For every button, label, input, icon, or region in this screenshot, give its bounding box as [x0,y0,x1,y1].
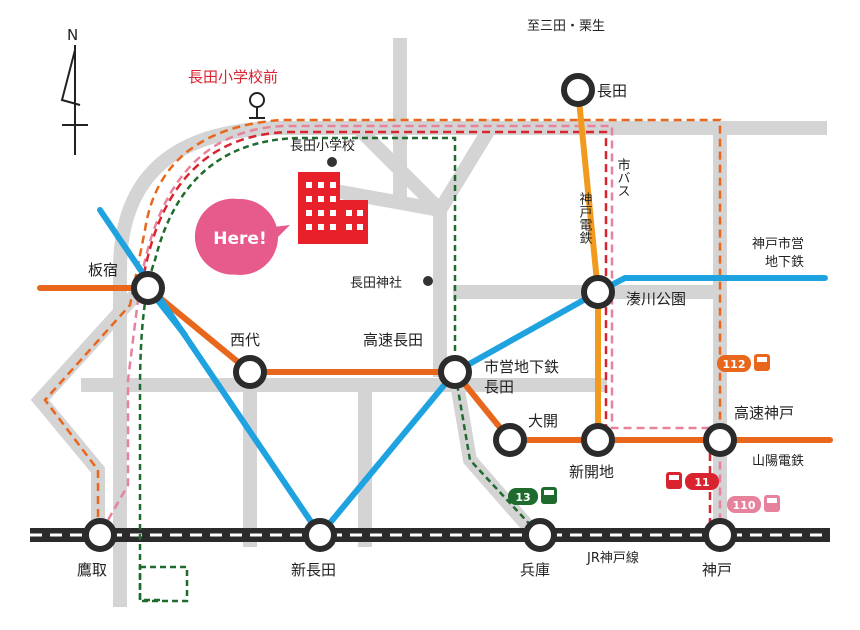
sanyo-line [37,285,833,443]
label-hyogo: 兵庫 [520,561,550,579]
label-minatogawa: 湊川公園 [626,290,686,308]
jr-line-label: JR神戸線 [586,550,639,566]
bus-badge-13: 13 [508,487,557,505]
svg-text:11: 11 [694,476,709,489]
station-kosoku-kobe[interactable] [703,423,737,457]
sanyo-label: 山陽電鉄 [752,454,804,469]
bus-icon [666,472,682,489]
school-label: 長田小学校 [290,138,355,154]
bus-badge-112: 112 [717,354,770,372]
label-kobe: 神戸 [702,561,732,579]
bus-stop-label: 長田小学校前 [188,68,278,86]
label-nagata: 長田 [597,82,627,100]
svg-text:112: 112 [723,358,746,371]
stations [83,73,737,552]
jr-line [30,528,830,542]
bus-stop-pin-icon [249,92,265,108]
bus-route-pink [106,124,722,521]
bus-routes [43,118,722,603]
svg-text:110: 110 [733,499,756,512]
north-arrow-icon [60,45,88,155]
label-takatori: 鷹取 [77,561,107,579]
school-dot [327,157,337,167]
city-bus-label: 市バス [615,157,631,197]
road-diagonal-right [430,118,500,220]
station-itayado[interactable] [131,271,165,305]
station-hyogo[interactable] [523,518,557,552]
station-kosoku-nagata[interactable] [438,355,472,389]
label-itayado: 板宿 [88,261,118,279]
roads [30,38,827,607]
label-ookai: 大開 [528,412,558,430]
subway-line-1 [97,207,828,540]
bus-stop-pin: 長田小学校前 [188,68,278,119]
station-labels: 長田 板宿 西代 高速長田 市営地下鉄 長田 湊川公園 大開 新開地 高速神戸 … [77,82,794,579]
station-minatogawa[interactable] [581,275,615,309]
label-kosoku-kobe: 高速神戸 [734,404,794,422]
road-left-long [321,181,449,219]
shrine: 長田神社 [350,275,433,291]
station-shinkaichi[interactable] [581,423,615,457]
bus-badge-110: 110 [727,495,780,513]
bus-route-red [138,130,608,435]
svg-text:13: 13 [515,491,530,504]
station-shin-nagata[interactable] [303,518,337,552]
bus-terminal-green [138,565,189,603]
road-to-hyogo [446,363,550,550]
kobe-subway-label-2: 地下鉄 [765,255,804,270]
bus-icon [754,354,770,371]
station-kobe[interactable] [703,518,737,552]
kobe-dentetsu-label: 神戸電鉄 [577,192,593,244]
compass-letter: N [67,26,78,44]
bus-icon [541,487,557,504]
to-sanda-label: 至三田・栗生 [527,19,605,34]
here-label: Here! [213,229,266,249]
bus-route-orange [43,118,722,530]
station-nagata[interactable] [561,73,595,107]
bus-badge-11: 11 [666,472,719,490]
station-nishidai[interactable] [233,355,267,389]
label-subway-nagata-1: 市営地下鉄 [484,358,559,376]
kobe-subway-label-1: 神戸市営 [752,236,804,252]
station-ookai[interactable] [493,423,527,457]
bus-icon [764,495,780,512]
shrine-dot [423,276,433,286]
station-takatori[interactable] [83,518,117,552]
here-marker: Here! [194,198,290,275]
label-subway-nagata-2: 長田 [484,378,514,396]
bus-route-green [138,136,536,602]
label-kosoku-nagata: 高速長田 [363,331,423,349]
shrine-label: 長田神社 [350,275,402,291]
compass: N [60,26,88,155]
label-shinkaichi: 新開地 [569,463,614,481]
label-nishidai: 西代 [230,331,260,349]
label-shin-nagata: 新長田 [291,561,336,579]
school: 長田小学校 [290,138,368,244]
